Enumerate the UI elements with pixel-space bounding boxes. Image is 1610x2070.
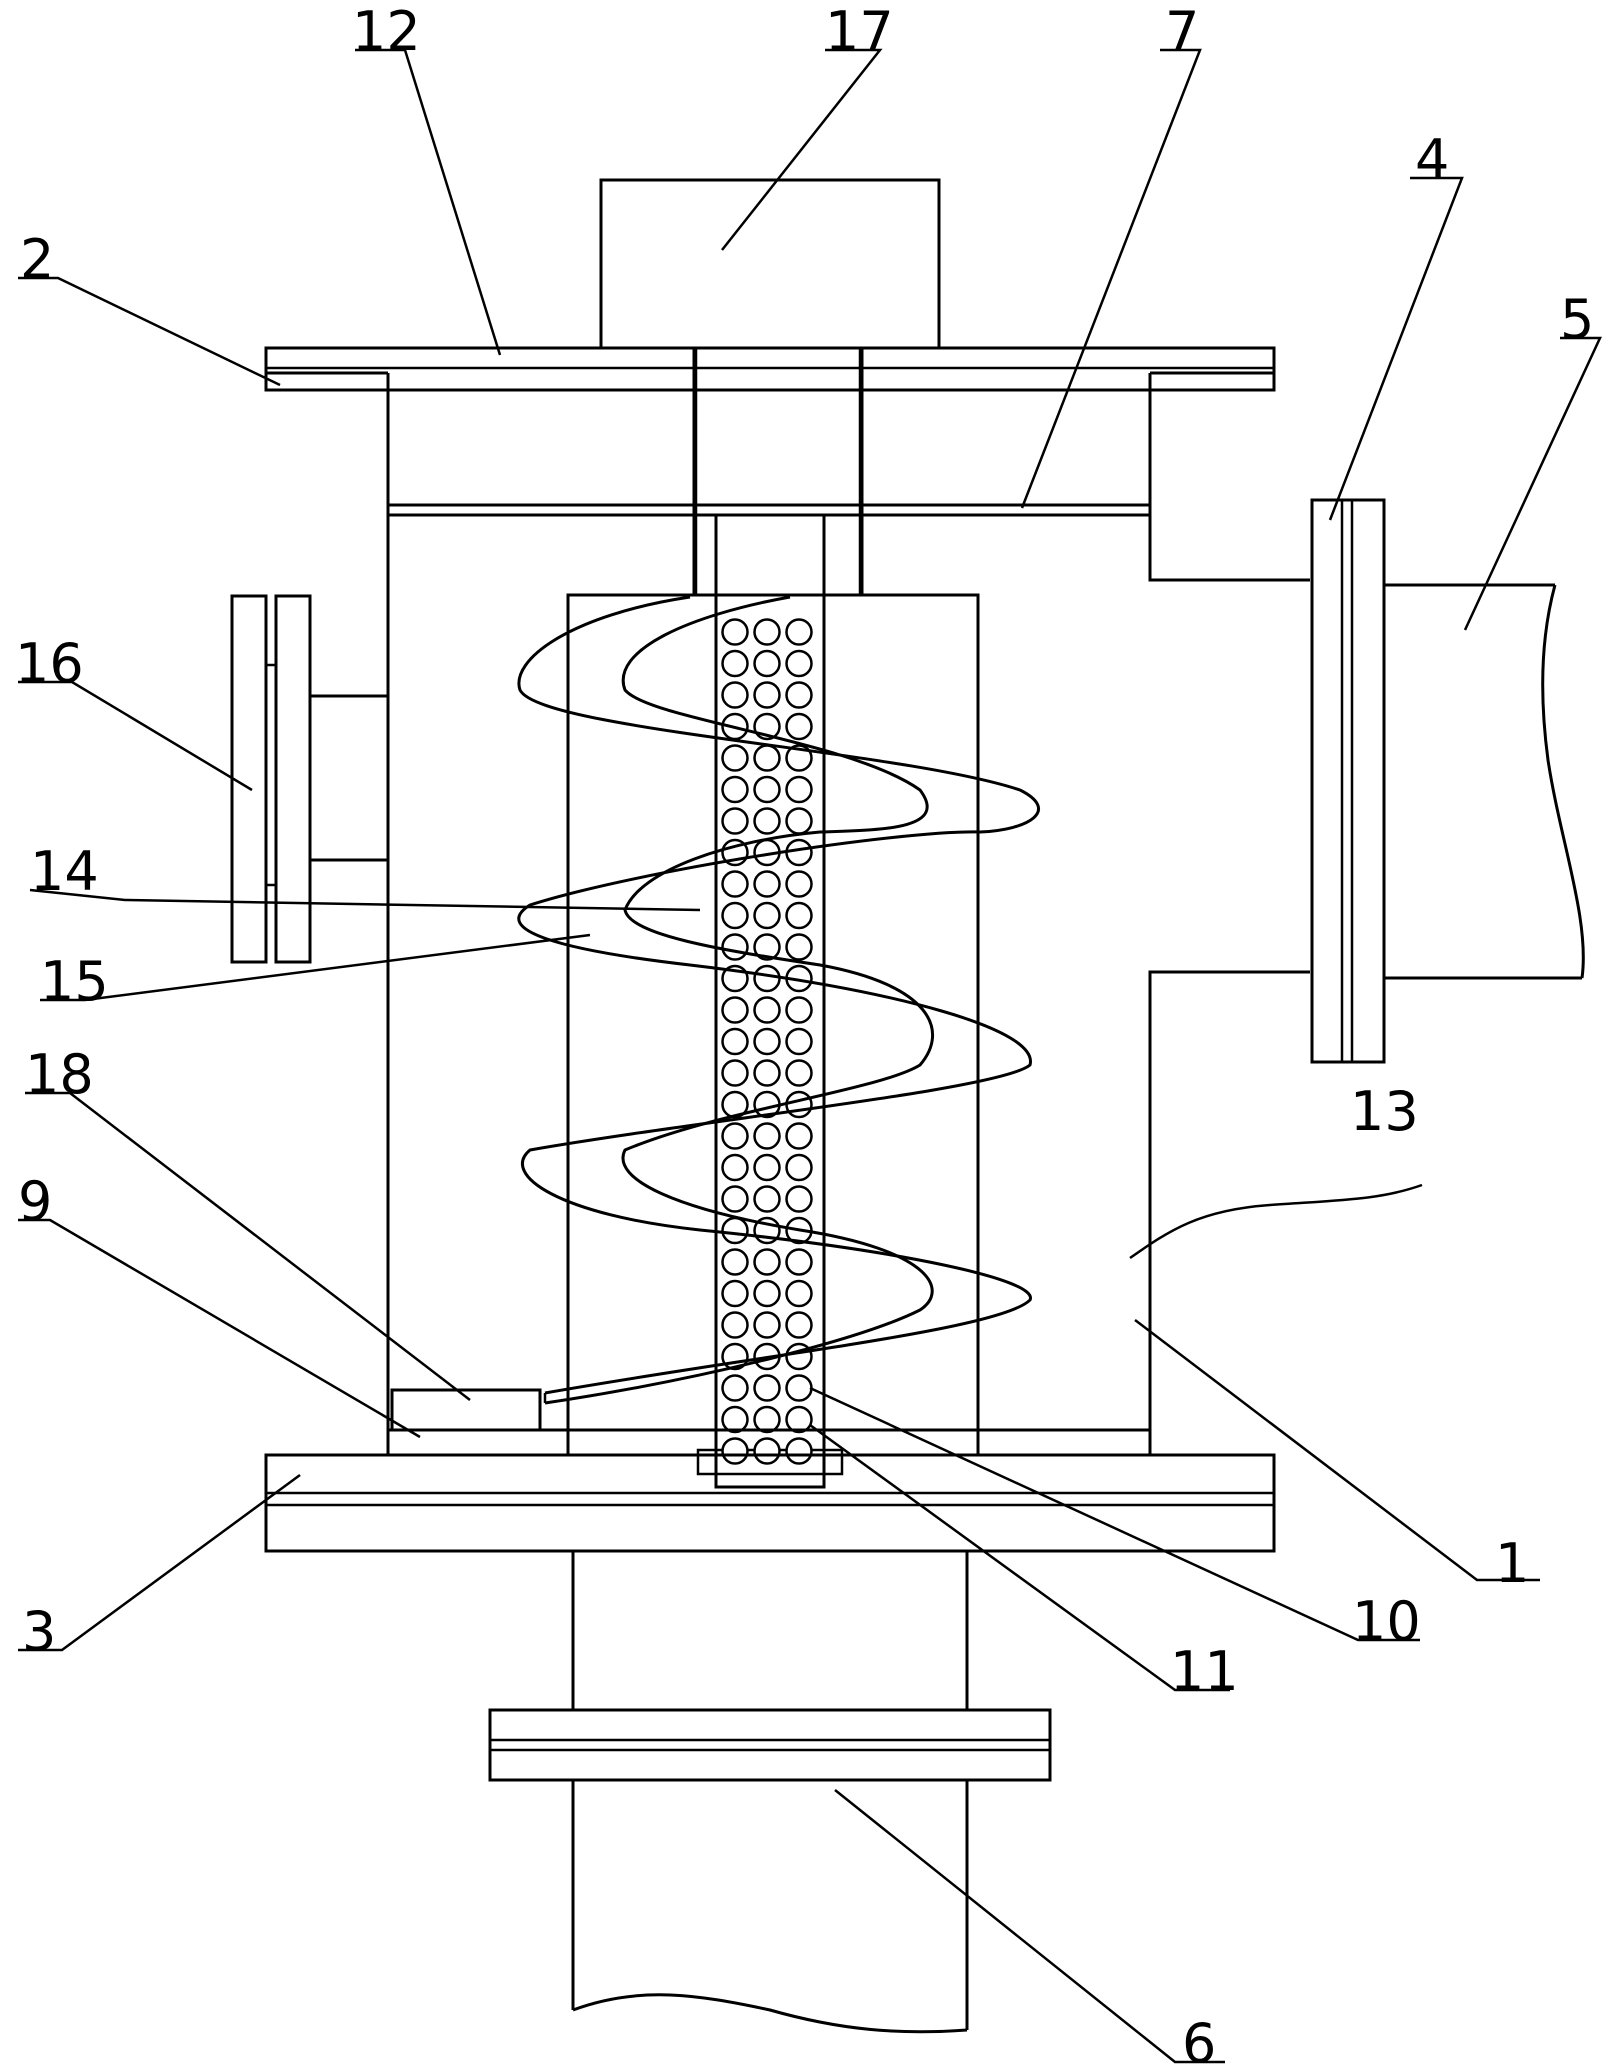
- perforated-tube: [696, 513, 844, 1489]
- perforation-hole: [721, 933, 749, 961]
- perforation-hole: [753, 1122, 781, 1150]
- perforation-hole: [785, 649, 813, 678]
- label-16: 16: [15, 632, 84, 695]
- perforation-hole: [753, 901, 781, 930]
- perforation-hole: [785, 618, 813, 646]
- perforation-hole: [753, 649, 781, 678]
- perforation-hole: [721, 807, 749, 835]
- shaft-sleeve: [692, 348, 864, 595]
- perforation-hole: [753, 1059, 781, 1087]
- perforation-hole: [785, 901, 813, 930]
- perforation-hole: [721, 1153, 749, 1182]
- bottom-flange-plate: [264, 1453, 1276, 1553]
- perforation-hole: [753, 996, 781, 1024]
- label-10: 10: [1352, 1590, 1421, 1653]
- perforation-hole: [753, 1027, 781, 1056]
- perforation-hole: [785, 1248, 813, 1276]
- perforation-hole: [721, 870, 749, 898]
- perforation-hole: [785, 1090, 813, 1119]
- label-17: 17: [825, 0, 894, 63]
- perforation-hole: [753, 1248, 781, 1276]
- perforation-hole: [721, 901, 749, 930]
- perforation-hole: [785, 1279, 813, 1308]
- perforation-hole: [721, 618, 749, 646]
- perforation-hole: [785, 1153, 813, 1182]
- reference-numerals: 12 17 7 4 5 2 16 14 15 18 9 13 1 3 10 11…: [15, 0, 1594, 2070]
- perforation-hole: [753, 1185, 781, 1213]
- perforation-hole: [785, 1185, 813, 1213]
- label-5: 5: [1560, 288, 1594, 351]
- inlet-pipe: [1384, 583, 1585, 980]
- inlet-flange: [1310, 498, 1386, 1064]
- leader-lines: [18, 48, 1602, 2064]
- perforation-hole: [721, 649, 749, 678]
- label-9: 9: [18, 1170, 52, 1233]
- perforation-hole: [721, 996, 749, 1024]
- perforation-hole: [753, 775, 781, 804]
- perforation-hole: [785, 807, 813, 835]
- perforation-hole: [721, 744, 749, 772]
- perforation-hole: [785, 1122, 813, 1150]
- perforation-hole: [785, 712, 813, 741]
- perforation-hole: [721, 775, 749, 804]
- perforation-hole: [785, 996, 813, 1024]
- perforation-hole: [753, 933, 781, 961]
- label-14: 15: [40, 950, 109, 1013]
- label-13: 14: [30, 840, 99, 903]
- perforation-hole: [785, 1059, 813, 1087]
- perforation-hole: [753, 1153, 781, 1182]
- label-6: 6: [1182, 2012, 1216, 2070]
- perforation-hole: [721, 1027, 749, 1056]
- perforation-hole: [753, 1437, 781, 1465]
- top-cover-plate: [264, 346, 1276, 392]
- perforation-hole: [753, 1374, 781, 1402]
- perforation-hole: [721, 1279, 749, 1308]
- perforation-hole: [721, 681, 749, 709]
- perforation-hole: [753, 681, 781, 709]
- label-12: 13: [1350, 1080, 1419, 1143]
- perforation-hole: [785, 838, 813, 867]
- label-18: 18: [25, 1043, 94, 1106]
- perforation-hole: [785, 1437, 813, 1465]
- perforation-hole: [721, 1405, 749, 1434]
- perforation-hole: [753, 1405, 781, 1434]
- perforation-hole: [753, 618, 781, 646]
- label-7: 7: [1165, 0, 1199, 63]
- perforation-hole: [721, 1216, 749, 1245]
- label-1: 1: [1495, 1532, 1529, 1595]
- perforation-hole: [785, 1374, 813, 1402]
- perforation-hole: [753, 964, 781, 993]
- label-4: 4: [1415, 128, 1449, 191]
- motor-box: [599, 178, 941, 350]
- perforation-hole: [753, 1279, 781, 1308]
- side-flange: [230, 594, 388, 964]
- main-body: [266, 371, 1310, 1455]
- outlet-pipe: [488, 1551, 1052, 2034]
- perforation-hole: [721, 1185, 749, 1213]
- label-15: 12: [352, 0, 421, 63]
- perforation-hole: [785, 1311, 813, 1339]
- spiral-blade: [517, 595, 1040, 1405]
- label-2: 2: [20, 228, 54, 291]
- perforation-hole: [721, 1374, 749, 1402]
- perforation-hole: [785, 870, 813, 898]
- perforation-hole: [785, 744, 813, 772]
- perforation-hole: [721, 1248, 749, 1276]
- label-3: 3: [22, 1600, 56, 1663]
- perforation-hole: [785, 775, 813, 804]
- perforation-hole: [721, 1059, 749, 1087]
- perforation-hole: [721, 1437, 749, 1465]
- perforation-hole: [721, 1122, 749, 1150]
- label-11: 11: [1170, 1640, 1239, 1703]
- perforation-hole: [785, 681, 813, 709]
- perforation-hole: [753, 807, 781, 835]
- perforation-hole: [785, 1027, 813, 1056]
- perforation-hole: [785, 1405, 813, 1434]
- perforation-hole: [753, 744, 781, 772]
- perforation-hole: [753, 870, 781, 898]
- perforation-hole: [785, 933, 813, 961]
- perforation-hole: [753, 1311, 781, 1339]
- perforation-hole: [721, 1311, 749, 1339]
